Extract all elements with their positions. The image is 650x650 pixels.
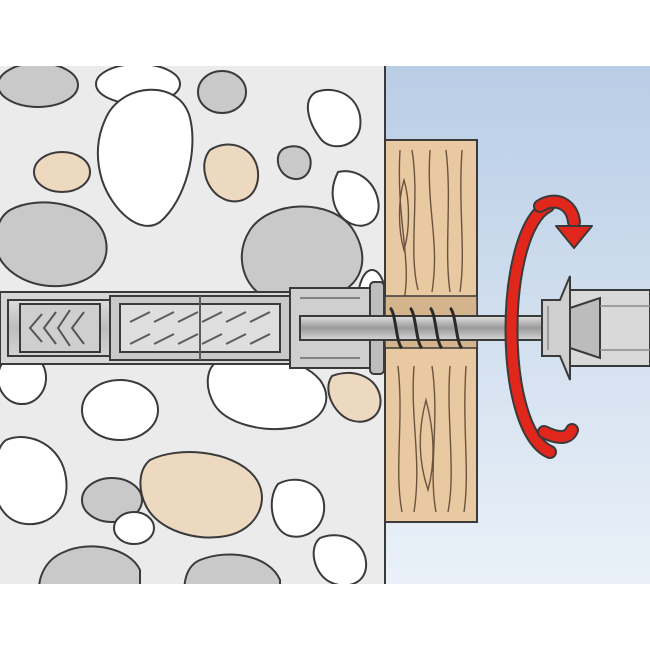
aggregate-stone: [240, 205, 364, 297]
screwdriver-bit: [569, 289, 650, 367]
aggregate-stone: [276, 145, 312, 180]
aggregate-stone: [81, 379, 159, 441]
rotation-arrow-icon: [504, 194, 593, 459]
aggregate-stone: [38, 545, 141, 584]
aggregate-stone: [33, 151, 91, 193]
aggregate-stone: [312, 534, 368, 584]
screw-head: [541, 275, 571, 381]
aggregate-stone: [0, 436, 68, 526]
aggregate-stone: [81, 477, 143, 523]
aggregate-stone: [96, 88, 194, 227]
aggregate-stone: [197, 70, 247, 114]
aggregate-stone: [113, 511, 155, 545]
aggregate-stone: [270, 478, 326, 538]
aggregate-stone: [331, 170, 380, 227]
screw: [299, 275, 571, 381]
aggregate-stone: [183, 553, 281, 584]
aggregate-stone: [0, 66, 79, 108]
wall-plug: [7, 281, 385, 375]
aggregate-stone: [139, 451, 263, 539]
aggregate-stone: [203, 143, 260, 203]
aggregate-stone: [306, 88, 362, 148]
aggregate-stone: [0, 201, 108, 288]
aggregate-stone: [327, 371, 382, 423]
